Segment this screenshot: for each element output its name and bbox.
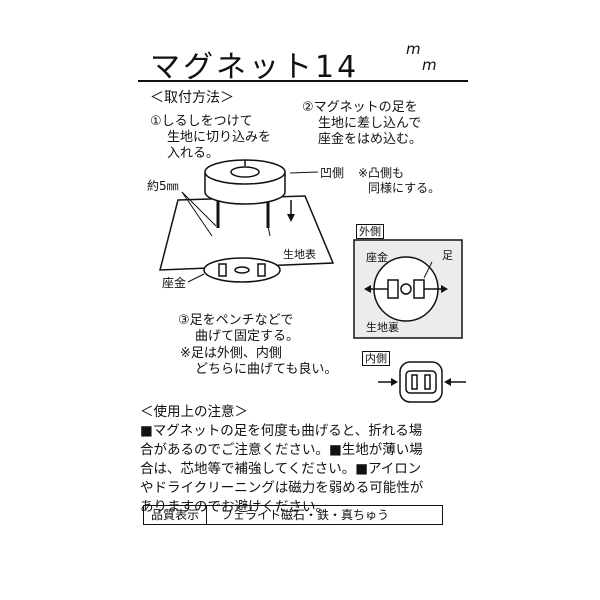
quality-label: 品質表示 フェライト磁石・鉄・真ちゅう (143, 505, 443, 525)
step2-text: ②マグネットの足を 生地に差し込んで 座金をはめ込む。 (302, 100, 422, 148)
step1-line: 入れる。 (167, 146, 220, 161)
step1-line: ①しるしをつけて (150, 114, 253, 129)
title-rule (138, 80, 468, 82)
page-title: マグネット14 m m (150, 40, 450, 85)
step3-text: ③足をペンチなどで 曲げて固定する。 (178, 313, 299, 345)
notes-title: ＜使用上の注意＞ (140, 404, 248, 420)
label-convex-note-2: 同様にする。 (368, 181, 441, 195)
step2-line: 座金をはめ込む。 (318, 132, 423, 147)
step2-line: ②マグネットの足を (302, 100, 418, 115)
notes-line: やドライクリーニングは磁力を弱める可能性が (140, 480, 424, 496)
step2-line: 生地に差し込んで (318, 116, 422, 131)
notes-line: 合があるのでご注意ください。■生地が薄い場 (140, 442, 423, 458)
notes-line: ありますのでお避けください。 (140, 499, 329, 515)
quality-label-title: 品質表示 (144, 506, 207, 524)
notes-line: 合は、芯地等で補強してください。■アイロン (140, 461, 422, 477)
title-unit-top: m (406, 40, 421, 58)
label-approx-5mm: 約5㎜ (147, 179, 179, 193)
title-unit-bottom: m (422, 56, 437, 74)
label-washer-inset: 座金 (366, 251, 388, 264)
label-washer: 座金 (162, 276, 187, 290)
step1-text: ①しるしをつけて 生地に切り込みを 入れる。 (150, 114, 271, 162)
step3-note-line: どちらに曲げても良い。 (195, 362, 338, 377)
label-leg: 足 (442, 249, 453, 262)
step3-note-line: ※足は外側、内側 (180, 346, 282, 361)
usage-notes: ＜使用上の注意＞ ■マグネットの足を何度も曲げると、折れる場 合があるのでご注意… (140, 403, 470, 517)
section-title: ＜取付方法＞ (150, 90, 234, 106)
step3-line: ③足をペンチなどで (178, 313, 294, 328)
title-text: マグネット14 (150, 50, 360, 85)
notes-line: ■マグネットの足を何度も曲げると、折れる場 (140, 423, 423, 439)
label-fabric-front: 生地表 (283, 248, 316, 261)
quality-label-value: フェライト磁石・鉄・真ちゅう (221, 508, 390, 522)
label-inner-side: 内側 (362, 351, 390, 366)
step1-line: 生地に切り込みを (167, 130, 272, 145)
label-convex-note-1: ※凸側も (358, 166, 405, 180)
label-concave-side: 凹側 (320, 166, 345, 180)
label-fabric-back: 生地裏 (366, 321, 399, 334)
label-outer-side: 外側 (356, 224, 384, 239)
step3-note: ※足は外側、内側 どちらに曲げても良い。 (180, 346, 337, 378)
step3-line: 曲げて固定する。 (195, 329, 300, 344)
